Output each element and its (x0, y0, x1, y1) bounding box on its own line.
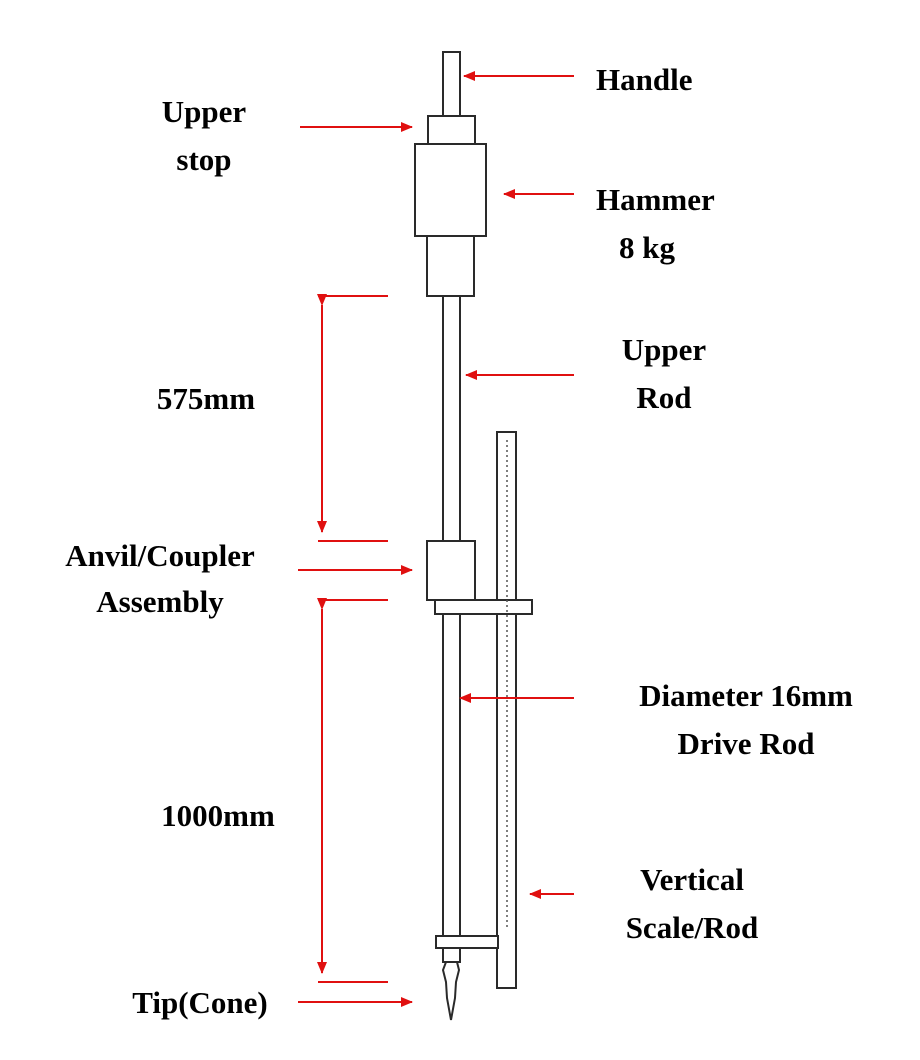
handle-shaft (442, 51, 461, 117)
drive-rod-part (442, 613, 461, 937)
label-anvil-line1: Anvil/Coupler (65, 538, 255, 573)
clamp-plate-upper (434, 599, 533, 615)
upper-stop-part (427, 115, 476, 145)
labels: Handle Upper stop Hammer 8 kg Upper Rod … (65, 62, 853, 1020)
dimension-lines (317, 294, 388, 983)
label-tip: Tip(Cone) (132, 985, 268, 1020)
anvil-coupler-part (426, 540, 476, 601)
cone-tip-part (441, 961, 461, 1021)
lower-rod-stub (442, 947, 461, 963)
label-upper-stop-line2: stop (176, 142, 231, 177)
label-anvil-line2: Assembly (96, 584, 224, 619)
label-scale-line1: Vertical (640, 862, 744, 897)
label-drive-rod-line1: Diameter 16mm (639, 678, 853, 713)
label-upper-stop-line1: Upper (162, 94, 247, 129)
label-1000mm: 1000mm (161, 798, 275, 833)
hammer-body (414, 143, 487, 237)
hammer-lower-sleeve (426, 235, 475, 297)
label-handle: Handle (596, 62, 692, 97)
upper-rod-part (442, 295, 461, 542)
label-drive-rod-line2: Drive Rod (678, 726, 815, 761)
label-hammer-line2: 8 kg (619, 230, 675, 265)
leader-arrows (298, 71, 574, 1007)
instrument (414, 51, 533, 1021)
clamp-plate-lower (435, 935, 499, 949)
label-upper-rod-line2: Rod (636, 380, 691, 415)
label-hammer-line1: Hammer (596, 182, 715, 217)
label-scale-line2: Scale/Rod (626, 910, 759, 945)
label-575mm: 575mm (157, 381, 255, 416)
label-upper-rod-line1: Upper (622, 332, 707, 367)
